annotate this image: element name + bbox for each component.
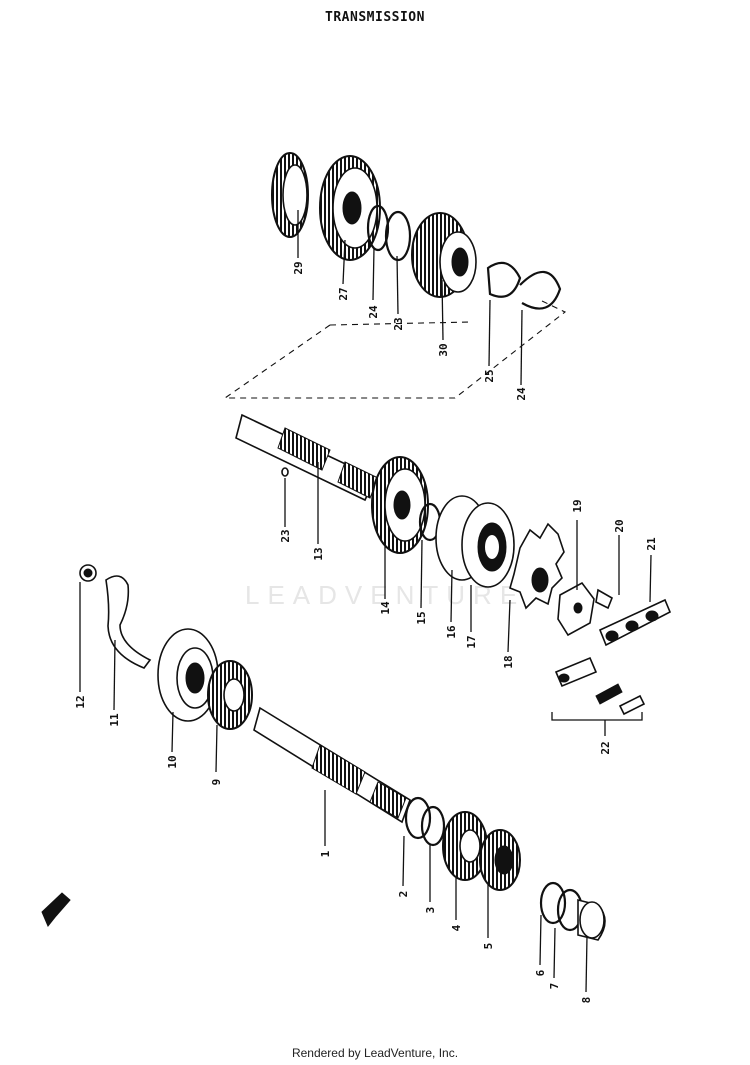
callout-25: 25 <box>483 369 496 382</box>
washer-24 <box>366 204 390 252</box>
callout-16: 16 <box>445 625 458 639</box>
callout-12: 12 <box>74 695 87 708</box>
circlip-3 <box>420 805 446 847</box>
callout-24-upper: 24 <box>367 305 380 319</box>
chain-joint-22 <box>551 656 646 721</box>
sprocket-18 <box>509 522 565 610</box>
callout-4: 4 <box>450 924 463 931</box>
bolt-20 <box>595 588 614 610</box>
callout-24-lower: 24 <box>515 387 528 401</box>
callout-numbers: 29 27 24 23 30 25 24 23 13 14 15 16 17 1… <box>74 261 658 1003</box>
mainshaft-assembly <box>41 564 606 941</box>
callout-5: 5 <box>482 943 495 950</box>
circlip-6 <box>539 881 567 925</box>
callout-30: 30 <box>437 343 450 356</box>
callout-19: 19 <box>571 499 584 512</box>
callout-27: 27 <box>337 287 350 300</box>
washer-2 <box>404 796 432 840</box>
callout-17: 17 <box>465 635 478 648</box>
callout-18: 18 <box>502 655 515 668</box>
watermark: LEADVENTURE <box>245 580 526 610</box>
callout-9: 9 <box>210 779 223 786</box>
callout-10: 10 <box>166 755 179 768</box>
callout-29: 29 <box>292 261 305 274</box>
callout-11: 11 <box>108 713 121 727</box>
callout-6: 6 <box>534 969 547 976</box>
circlip-24 <box>519 270 562 310</box>
callout-8: 8 <box>580 997 593 1004</box>
footer-credit: Rendered by LeadVenture, Inc. <box>291 1046 459 1060</box>
circlip-25 <box>486 261 522 298</box>
callout-1: 1 <box>319 850 332 857</box>
callout-21: 21 <box>645 537 658 551</box>
callout-3: 3 <box>424 907 437 914</box>
callout-13: 13 <box>312 547 325 560</box>
callout-14: 14 <box>379 601 392 615</box>
callout-22: 22 <box>599 741 612 754</box>
countershaft-assembly <box>235 413 672 721</box>
leader-lines <box>79 210 652 993</box>
oil-seal-11 <box>105 575 152 669</box>
washer-23 <box>384 210 412 262</box>
callout-7: 7 <box>548 983 561 990</box>
callout-23-upper: 23 <box>392 317 405 330</box>
chain-21 <box>598 598 672 647</box>
diagram-title: TRANSMISSION <box>325 10 425 25</box>
upper-gear-cluster <box>223 152 567 399</box>
direction-arrow-icon <box>41 892 71 927</box>
callout-23-lower: 23 <box>279 529 292 542</box>
callout-20: 20 <box>613 519 626 532</box>
callout-2: 2 <box>397 891 410 898</box>
callout-15: 15 <box>415 611 428 624</box>
